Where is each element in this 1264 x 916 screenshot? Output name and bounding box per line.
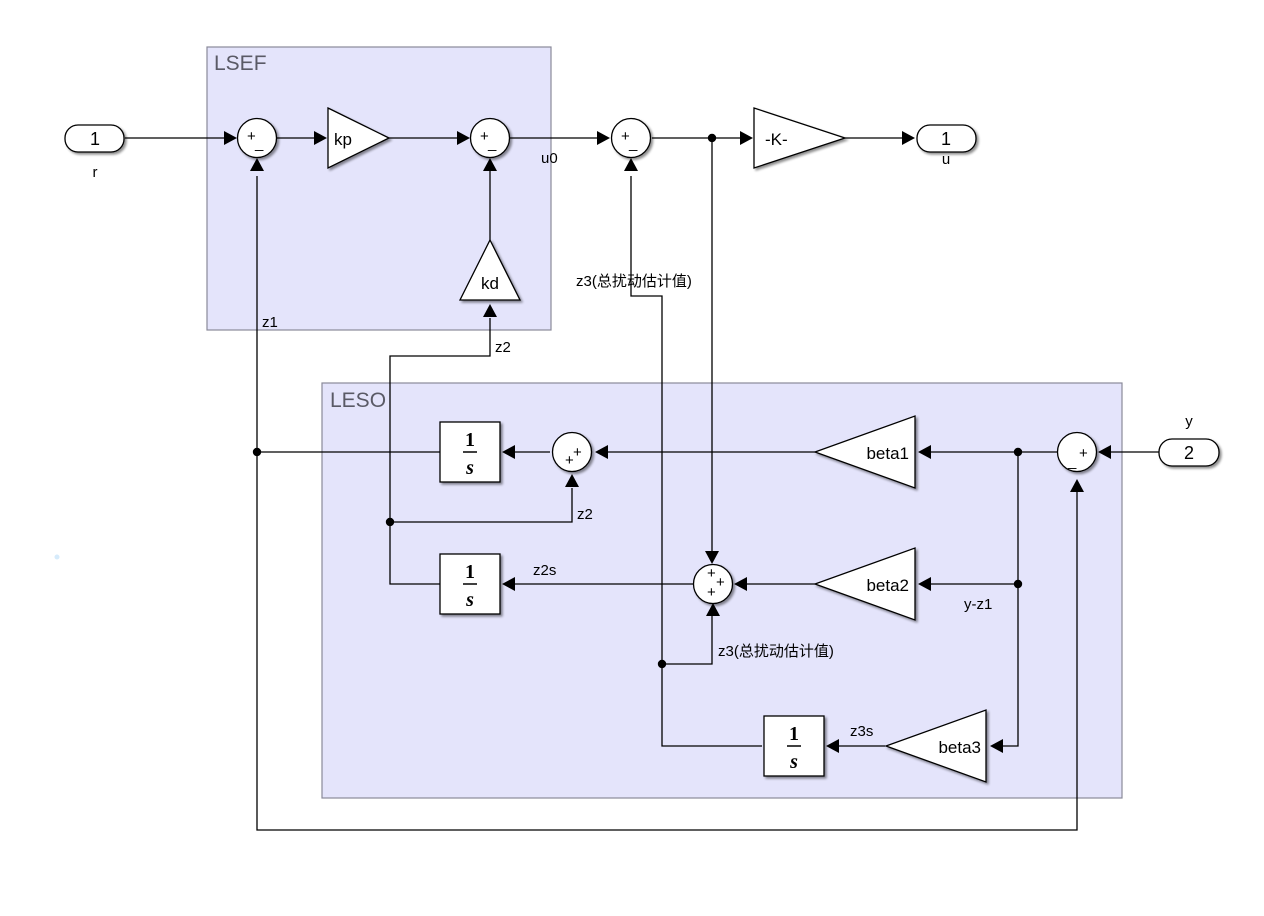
sum-y-sign-minus: _ [1067, 453, 1077, 470]
gain-beta2-block[interactable]: beta2 [813, 547, 916, 621]
sum-z3-sign-plus: + [621, 128, 630, 145]
stray-dot [54, 554, 60, 560]
inport-r[interactable] [64, 124, 125, 153]
gain-kd-block[interactable]: kd [458, 238, 522, 301]
gain-beta1-label: beta1 [866, 444, 909, 463]
sum-int1-sign-plus-bottom: + [565, 452, 574, 469]
inport-r-name: r [93, 164, 98, 181]
sum-r-sign-minus: _ [254, 135, 264, 152]
junction-z3 [657, 659, 667, 669]
integrator-1-denominator: s [465, 457, 474, 479]
sum-int1-sign-plus-right: + [573, 444, 582, 461]
outport-u-number: 1 [941, 129, 951, 149]
sum-y-block[interactable]: _ + [1056, 431, 1098, 473]
gain-kp-label: kp [334, 130, 352, 149]
junction-z1 [252, 447, 262, 457]
wire-z3[interactable] [630, 176, 762, 747]
inport-y-number: 2 [1184, 443, 1194, 463]
junction-dots [252, 133, 1023, 669]
integrator-2-block[interactable]: 1 s [439, 553, 501, 615]
outport-u[interactable] [916, 124, 977, 153]
wires [125, 137, 1159, 831]
sum-int2-sign-right: + [716, 574, 725, 591]
integrator-3-denominator: s [789, 751, 798, 773]
lsef-title: LSEF [214, 52, 267, 75]
sum-z3-sign-minus: _ [628, 135, 638, 152]
lsef-subsystem[interactable]: LSEF [206, 46, 552, 331]
inport-r-number: 1 [90, 129, 100, 149]
integrator-3-numerator: 1 [789, 723, 799, 745]
gain-beta3-label: beta3 [938, 738, 981, 757]
gain-beta1-block[interactable]: beta1 [813, 415, 916, 489]
sum-r-block[interactable]: + _ [236, 117, 278, 159]
integrator-1-block[interactable]: 1 s [439, 421, 501, 483]
sum-z3-block[interactable]: + _ [610, 117, 652, 159]
sum-int2-block[interactable]: + + + [692, 563, 734, 605]
gain-K-label: -K- [765, 130, 788, 149]
sum-y-sign-plus: + [1079, 445, 1088, 462]
signal-label-z1: z1 [262, 314, 278, 331]
integrator-1-numerator: 1 [465, 429, 475, 451]
gain-beta2-label: beta2 [866, 576, 909, 595]
junction-yz1-mid [1013, 579, 1023, 589]
sum-r-sign-plus: + [247, 128, 256, 145]
junction-u [707, 133, 717, 143]
signal-label-z2s: z2s [533, 562, 556, 579]
signal-label-y-minus-z1: y-z1 [964, 596, 992, 613]
inport-y[interactable] [1158, 438, 1220, 467]
sum-int1-block[interactable]: + + [551, 431, 593, 473]
signal-label-z2-inner: z2 [577, 506, 593, 523]
sum-u0-sign-minus: _ [487, 135, 497, 152]
integrator-3-block[interactable]: 1 s [763, 715, 825, 777]
sum-u0-block[interactable]: + _ [469, 117, 511, 159]
signal-label-z3-top: z3(总扰动估计值) [576, 273, 692, 290]
gain-kp-block[interactable]: kp [327, 106, 391, 170]
signal-label-z3s: z3s [850, 723, 873, 740]
gain-K-block[interactable]: -K- [753, 107, 848, 169]
inport-y-name: y [1185, 413, 1193, 430]
junction-z2 [385, 517, 395, 527]
arrowheads [224, 131, 1111, 753]
wire-yz1-branch[interactable] [1000, 452, 1019, 747]
integrator-2-numerator: 1 [465, 561, 475, 583]
gain-beta3-block[interactable]: beta3 [884, 709, 987, 783]
gain-kd-label: kd [481, 274, 499, 293]
wire-z1-feedback[interactable] [256, 452, 1078, 831]
signal-label-u0: u0 [541, 150, 558, 167]
leso-title: LESO [330, 389, 386, 412]
junction-yz1-top [1013, 447, 1023, 457]
wire-z3-inner[interactable] [662, 610, 713, 665]
wire-z2[interactable] [389, 318, 491, 585]
wire-z2-inner[interactable] [390, 488, 573, 523]
signal-label-z3-inner: z3(总扰动估计值) [718, 643, 834, 660]
sum-int2-sign-bottom: + [707, 584, 716, 601]
outport-u-name: u [942, 151, 950, 168]
sum-int2-sign-top: + [707, 565, 716, 582]
sum-u0-sign-plus: + [480, 128, 489, 145]
signal-label-z2-top: z2 [495, 339, 511, 356]
integrator-2-denominator: s [465, 589, 474, 611]
